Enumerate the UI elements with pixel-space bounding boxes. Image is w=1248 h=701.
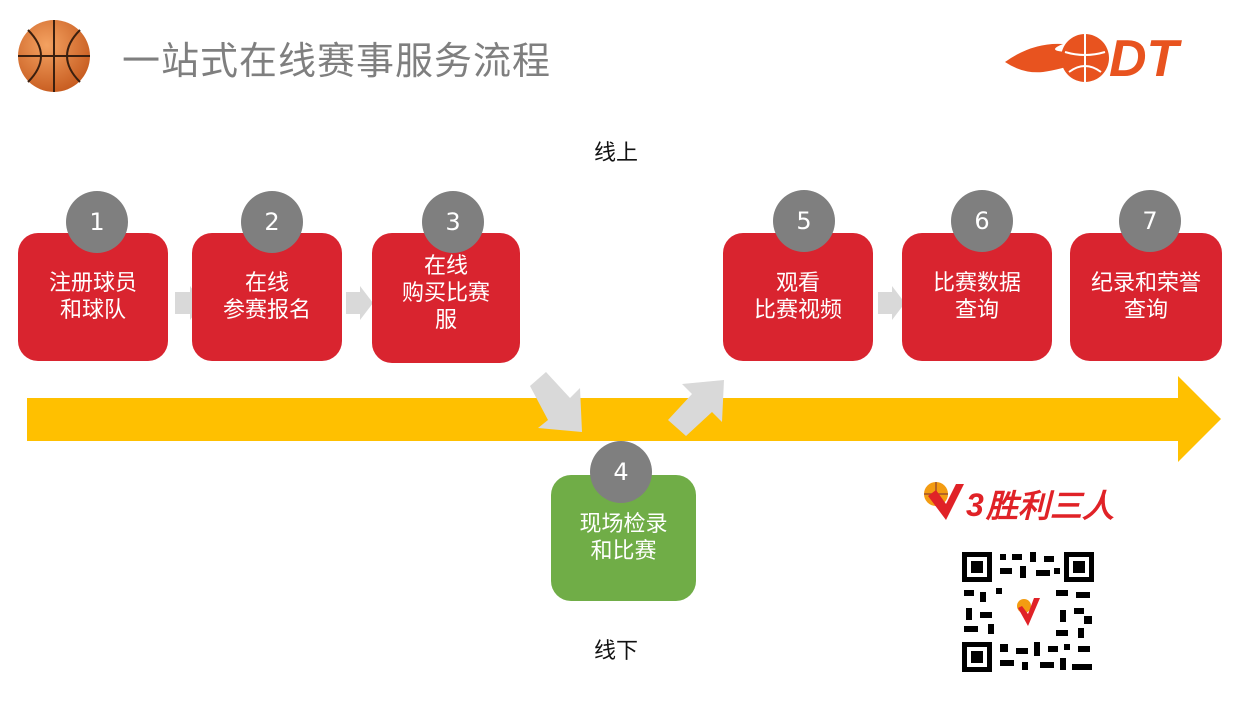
step-1-badge: 1 (66, 191, 128, 253)
step-6-label: 比赛数据 查询 (932, 271, 1021, 323)
phase-offline-label: 线下 (594, 639, 639, 664)
step-2-badge: 2 (241, 191, 303, 253)
step-7-card: 纪录和荣誉 查询 (1070, 233, 1222, 361)
connector-4-5 (668, 380, 724, 436)
step-5-card: 观看 比赛视频 (723, 233, 873, 361)
connector-2-3 (346, 286, 373, 320)
brand-logo-icon: 3 (924, 482, 984, 523)
timeline-arrow (27, 376, 1221, 462)
phase-online-label: 线上 (594, 141, 639, 166)
svg-text:3: 3 (966, 487, 984, 523)
brand-name: 胜利三人 (986, 487, 1115, 525)
step-7-badge: 7 (1119, 190, 1181, 252)
step-2-card: 在线 参赛报名 (192, 233, 342, 361)
step-6-card: 比赛数据 查询 (902, 233, 1052, 361)
step-4-badge: 4 (590, 441, 652, 503)
step-1-label: 注册球员 和球队 (48, 271, 137, 323)
step-5-label: 观看 比赛视频 (753, 271, 842, 323)
dt-logo-icon: DT (1005, 30, 1183, 88)
connector-3-4 (530, 372, 582, 432)
qr-code-icon (960, 550, 1096, 674)
basketball-icon (18, 20, 90, 92)
step-7-label: 纪录和荣誉 查询 (1090, 271, 1201, 323)
step-1-card: 注册球员 和球队 (18, 233, 168, 361)
dt-logo-text: DT (1109, 30, 1183, 88)
connector-5-6 (878, 286, 905, 320)
step-4-label: 现场检录 和比赛 (579, 512, 668, 564)
step-6-badge: 6 (951, 190, 1013, 252)
step-5-badge: 5 (773, 190, 835, 252)
step-3-label: 在线 购买比赛 服 (401, 253, 490, 333)
step-2-label: 在线 参赛报名 (222, 271, 311, 323)
step-3-badge: 3 (422, 191, 484, 253)
step-3-card: 在线 购买比赛 服 (372, 233, 520, 363)
page-title: 一站式在线赛事服务流程 (122, 39, 552, 83)
